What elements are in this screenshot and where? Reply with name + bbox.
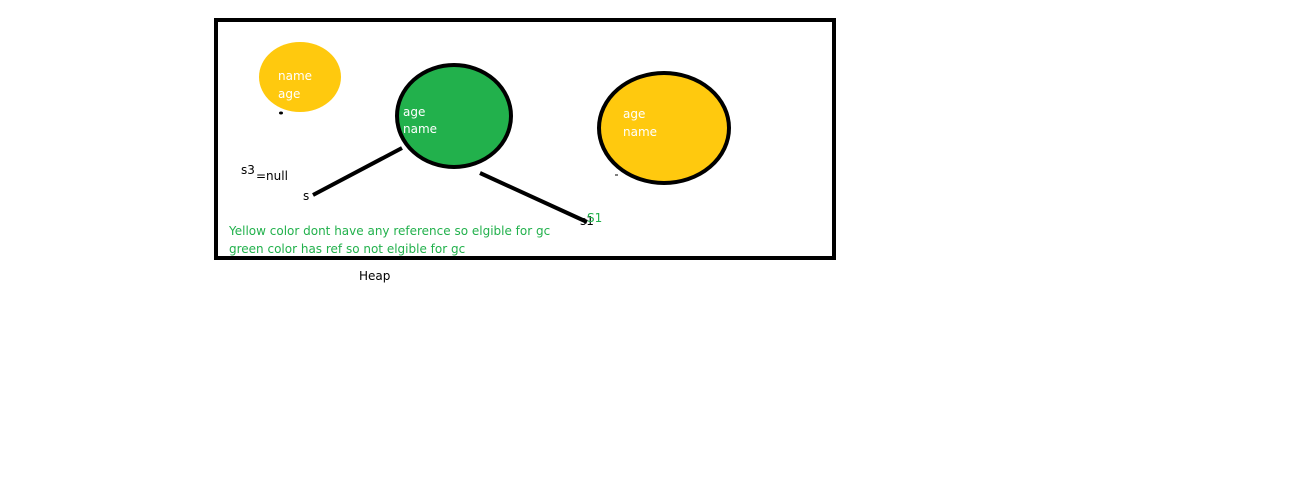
reference-line-s	[312, 146, 403, 197]
green-object-line1: age	[403, 105, 425, 119]
heap-caption: Heap	[359, 269, 390, 283]
reference-s-label: s	[303, 189, 309, 203]
reference-s3-label: s3	[241, 163, 255, 177]
green-object-referenced	[395, 63, 513, 169]
heap-border	[214, 18, 836, 260]
yellow-object-2-line1: age	[623, 107, 645, 121]
reference-s1-green: S1	[587, 211, 602, 225]
yellow-object-unreferenced-1	[259, 42, 341, 112]
stray-mark	[279, 111, 283, 115]
yellow-object-unreferenced-2	[597, 71, 731, 185]
green-object-line2: name	[403, 122, 437, 136]
yellow-object-1-line2: age	[278, 87, 300, 101]
reference-s1-black: s1	[580, 214, 594, 228]
reference-s3-null: =null	[256, 169, 288, 183]
yellow-object-1-line1: name	[278, 69, 312, 83]
note-yellow-eligible: Yellow color dont have any reference so …	[228, 224, 550, 238]
reference-line-s1	[479, 171, 588, 224]
note-green-not-eligible: green color has ref so not elgible for g…	[229, 242, 465, 256]
yellow-object-2-line2: name	[623, 125, 657, 139]
